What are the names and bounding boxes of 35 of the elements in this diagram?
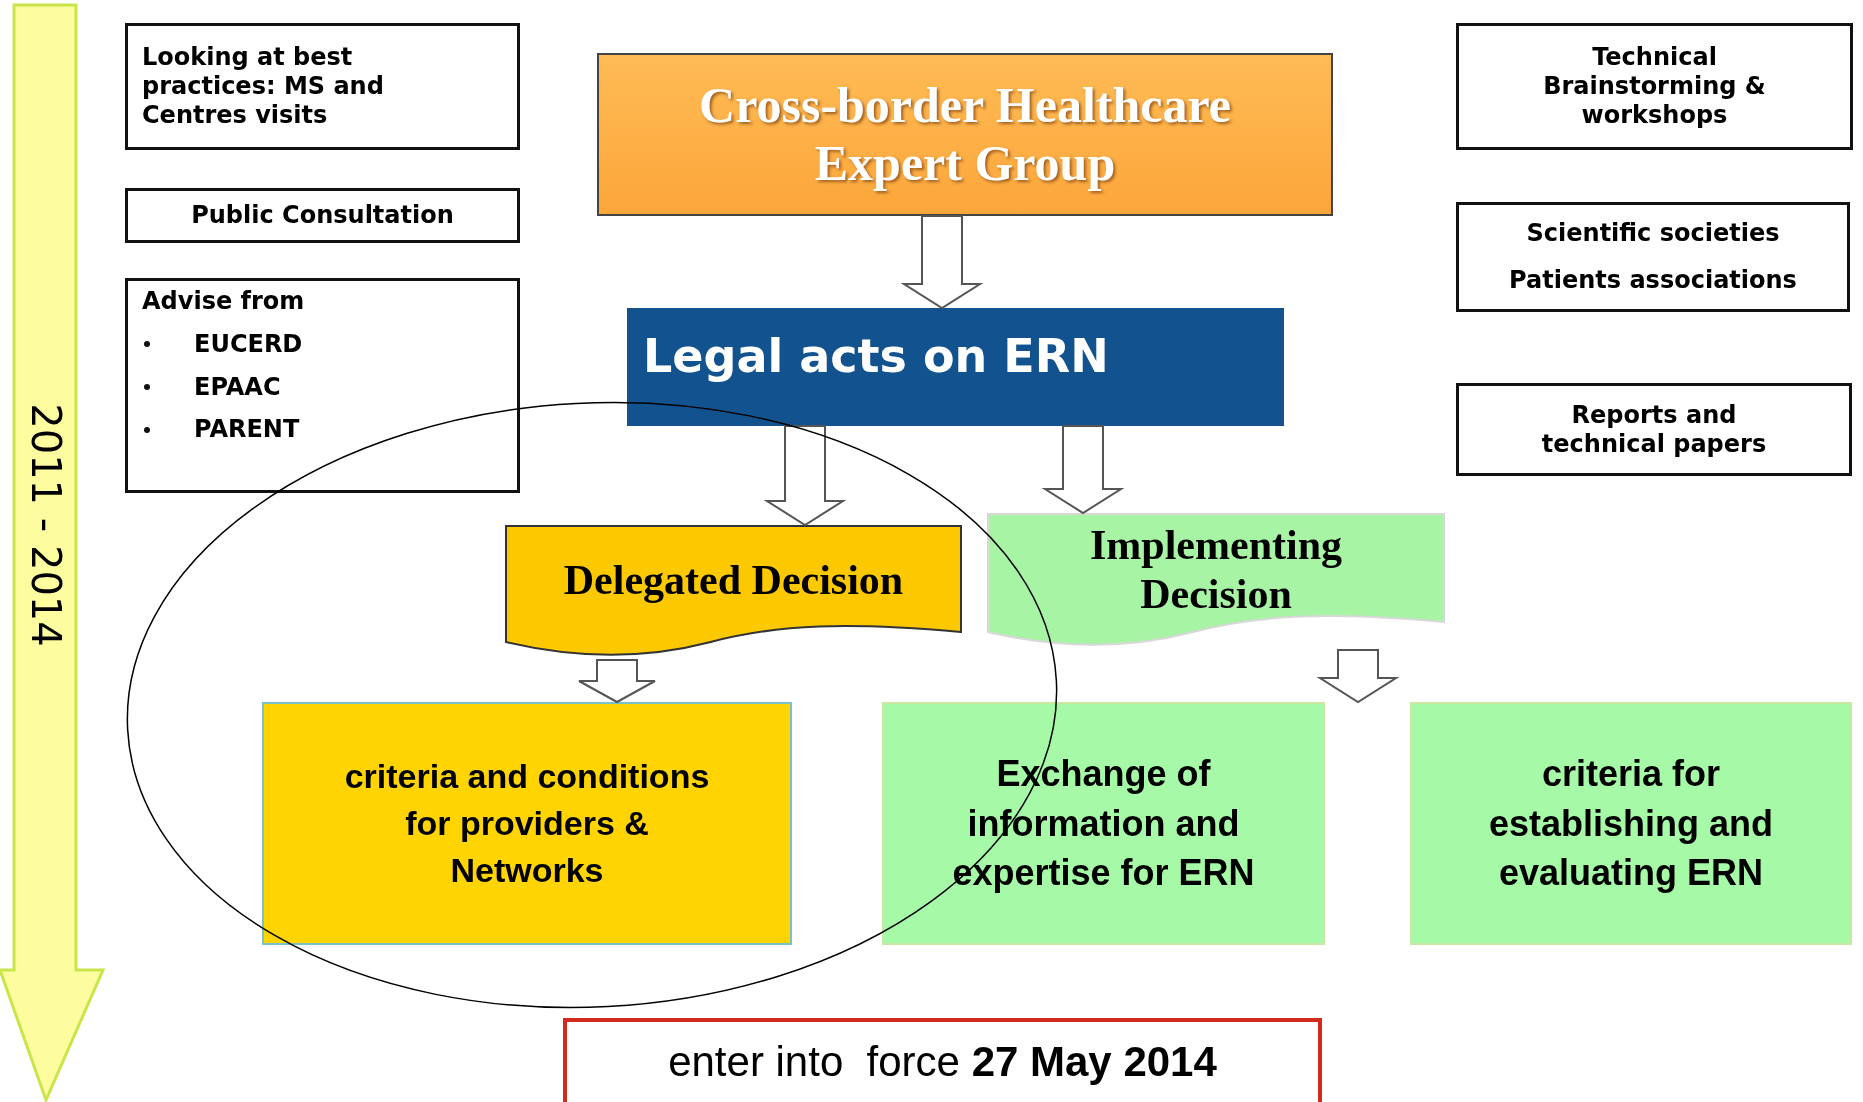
block-arrow [578, 659, 656, 704]
note-box [125, 278, 520, 493]
note-box [1456, 202, 1850, 312]
box-text: Implementing Decision [1089, 521, 1343, 618]
box-text: criteria and conditions for providers & Networks [343, 756, 711, 891]
list-item: PARENT [194, 415, 300, 445]
block-arrow [900, 215, 984, 310]
list-item: EPAAC [194, 372, 281, 402]
content-box [1410, 702, 1852, 945]
box-text: Looking at best practices: MS and Centres visits [142, 43, 385, 130]
box-text: Reports and technical papers [1540, 400, 1768, 459]
content-box [262, 702, 792, 945]
box-text: criteria for establishing and evaluating ERN [1487, 752, 1774, 896]
timeline-label: 2011 - 2014 [22, 402, 70, 649]
note-box [1456, 23, 1853, 150]
box-text: Delegated Decision [563, 556, 904, 605]
title-banner [627, 308, 1284, 426]
box-text: Public Consultation [191, 201, 454, 230]
note-box [125, 188, 520, 243]
block-arrow [1316, 649, 1400, 704]
box-text: Scientific societies [1526, 219, 1780, 248]
box-text: Technical Brainstorming & workshops [1542, 43, 1767, 130]
block-arrow [1041, 425, 1125, 515]
box-text: Legal acts on ERN [643, 329, 1109, 383]
content-box [882, 702, 1325, 945]
group-box [597, 53, 1333, 216]
note-box [125, 23, 520, 150]
date-text: enter into force 27 May 2014 [668, 1038, 1217, 1086]
note-box [1456, 383, 1852, 476]
list-item: EUCERD [194, 329, 303, 359]
box-text: Patients associations [1509, 266, 1797, 295]
date-box [563, 1018, 1322, 1102]
list-heading: Advise from [142, 287, 305, 316]
block-arrow [763, 425, 847, 527]
box-text: Cross-border Healthcare Expert Group [698, 77, 1232, 192]
